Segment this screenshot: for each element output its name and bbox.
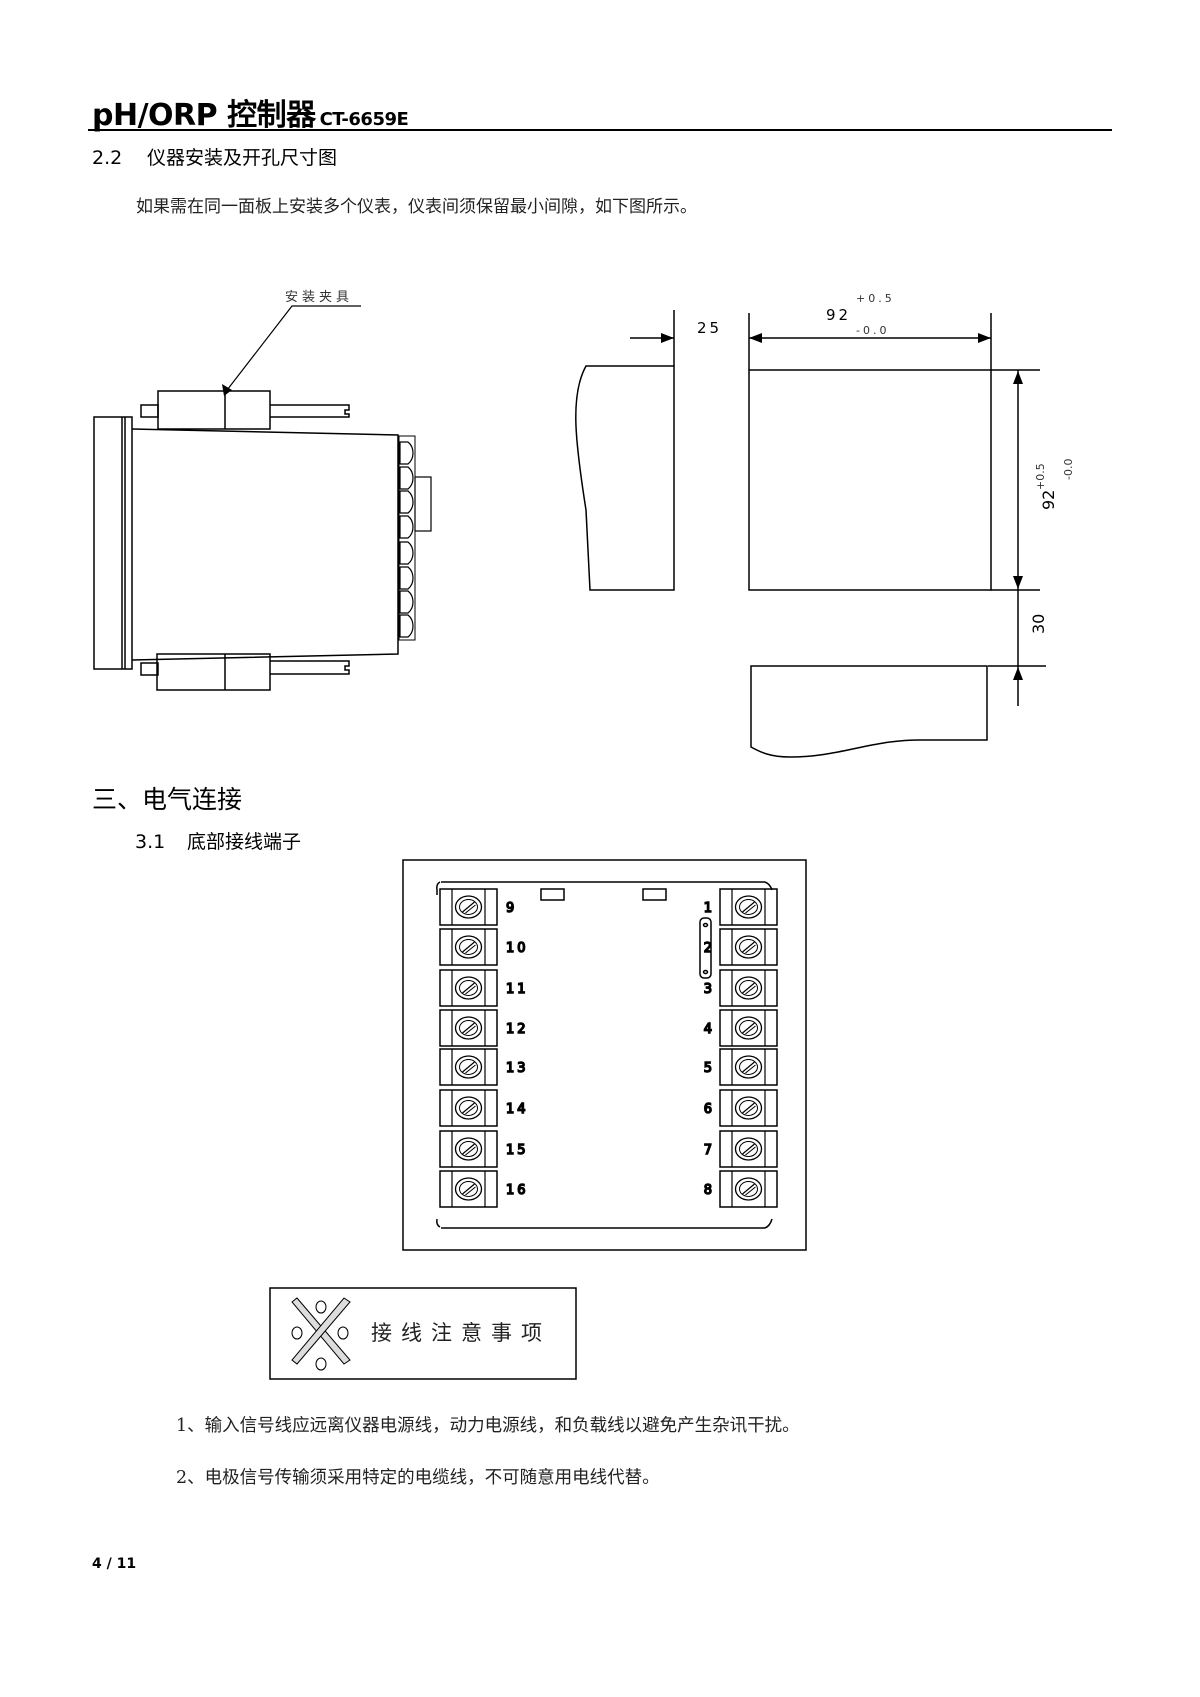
terminal-1: 1 <box>703 888 778 926</box>
section-heading-2-2: 2.2 仪器安装及开孔尺寸图 <box>92 143 337 170</box>
screw-icon <box>454 976 483 1000</box>
terminal-15: 15 <box>439 1130 529 1168</box>
wiring-notice-box <box>269 1287 577 1380</box>
wiring-note-2: 2、电极信号传输须采用特定的电缆线，不可随意用电线代替。 <box>176 1468 660 1488</box>
wiring-note-1: 1、输入信号线应远离仪器电源线，动力电源线，和负载线以避免产生杂讯干扰。 <box>176 1416 800 1436</box>
terminal-label: 6 <box>704 1102 712 1117</box>
terminal-11: 11 <box>439 969 529 1007</box>
terminal-12: 12 <box>439 1009 529 1047</box>
panel-cutout-diagram <box>575 310 1046 758</box>
gap-dimension-vertical: 30 <box>1029 614 1048 634</box>
terminal-block-diagram <box>402 859 807 1251</box>
terminal-label: 10 <box>506 941 529 956</box>
product-name: pH/ORP 控制器 <box>92 98 316 133</box>
screw-icon <box>454 1055 483 1079</box>
screw-icon <box>454 1016 483 1040</box>
section-number: 2.2 <box>92 147 123 169</box>
gap-dimension-horizontal: 25 <box>697 319 722 337</box>
terminal-label: 1 <box>704 901 712 916</box>
screw-icon <box>454 1137 483 1161</box>
terminal-7: 7 <box>703 1130 778 1168</box>
terminal-label: 16 <box>506 1183 529 1198</box>
warning-cross-icon <box>291 1297 351 1371</box>
terminal-label: 13 <box>506 1061 529 1076</box>
instrument-side-view <box>93 305 432 691</box>
terminal-label: 2 <box>704 941 712 956</box>
terminal-9: 9 <box>439 888 515 926</box>
screw-icon <box>454 1096 483 1120</box>
section-heading-3: 三、电气连接 <box>92 785 243 814</box>
height-nominal: 92 <box>1039 490 1058 510</box>
terminal-label: 4 <box>704 1022 712 1037</box>
screw-icon <box>454 1177 483 1201</box>
terminal-label: 9 <box>506 901 514 916</box>
terminal-column-right: 1 2 3 4 5 6 7 8 <box>703 888 778 1208</box>
width-tol-plus: +0.5 <box>856 292 895 305</box>
screw-icon <box>734 1096 763 1120</box>
section-title: 仪器安装及开孔尺寸图 <box>147 147 338 169</box>
terminal-10: 10 <box>439 928 529 966</box>
screw-icon <box>734 895 763 919</box>
terminal-4: 4 <box>703 1009 778 1047</box>
screw-icon <box>734 1177 763 1201</box>
screw-icon <box>734 935 763 959</box>
terminal-16: 16 <box>439 1170 529 1208</box>
terminal-3: 3 <box>703 969 778 1007</box>
section-title: 底部接线端子 <box>187 831 302 853</box>
terminal-14: 14 <box>439 1089 529 1127</box>
terminal-label: 14 <box>506 1102 529 1117</box>
terminal-label: 12 <box>506 1022 529 1037</box>
wiring-notice-title: 接线注意事项 <box>371 1321 551 1345</box>
terminal-2: 2 <box>703 928 778 966</box>
width-nominal: 92 <box>826 306 851 324</box>
terminal-label: 3 <box>704 982 712 997</box>
clamp-label: 安装夹具 <box>285 290 353 305</box>
page-number: 4 / 11 <box>92 1556 137 1572</box>
header-rule <box>88 129 1112 131</box>
section-number: 3.1 <box>135 831 166 853</box>
terminal-5: 5 <box>703 1048 778 1086</box>
screw-icon <box>454 895 483 919</box>
screw-icon <box>454 935 483 959</box>
terminal-label: 11 <box>506 982 529 997</box>
terminal-label: 7 <box>704 1143 712 1158</box>
screw-icon <box>734 976 763 1000</box>
installation-paragraph: 如果需在同一面板上安装多个仪表，仪表间须保留最小间隙，如下图所示。 <box>136 197 697 217</box>
terminal-label: 5 <box>704 1061 712 1076</box>
terminal-column-left: 9 10 11 12 13 14 15 16 <box>439 888 529 1208</box>
model-number: CT-6659E <box>319 109 409 130</box>
terminal-label: 8 <box>704 1183 712 1198</box>
screw-icon <box>734 1055 763 1079</box>
terminal-8: 8 <box>703 1170 778 1208</box>
height-tol-minus: -0.0 <box>1062 459 1075 480</box>
screw-icon <box>734 1137 763 1161</box>
terminal-13: 13 <box>439 1048 529 1086</box>
terminal-label: 15 <box>506 1143 529 1158</box>
terminal-6: 6 <box>703 1089 778 1127</box>
width-tol-minus: -0.0 <box>856 324 889 337</box>
height-tol-plus: +0.5 <box>1034 463 1047 490</box>
screw-icon <box>734 1016 763 1040</box>
section-heading-3-1: 3.1 底部接线端子 <box>135 827 301 854</box>
